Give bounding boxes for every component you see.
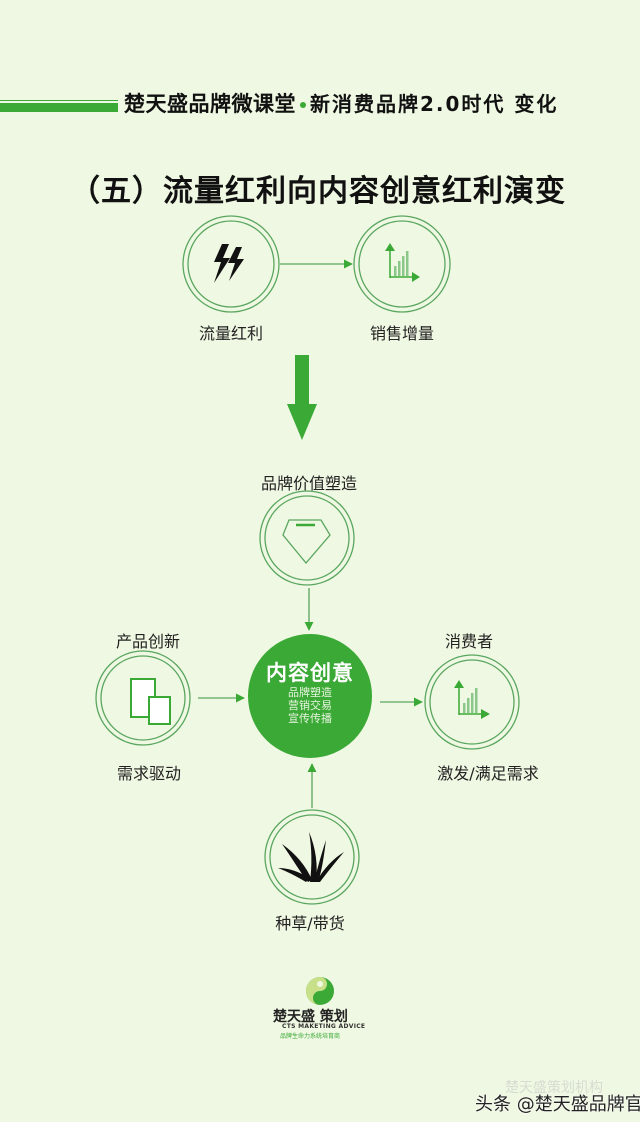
demand-driven-label: 需求驱动 (116, 764, 182, 783)
page-title: （五）流量红利向内容创意红利演变 (70, 174, 566, 209)
center-node (248, 634, 372, 758)
sales-increase-label: 销售增量 (369, 324, 435, 343)
consumer-node (424, 654, 520, 750)
grass-node (264, 809, 360, 905)
brand-value-label: 品牌价值塑造 (260, 474, 358, 493)
center-line: 宣传传播 (288, 712, 332, 725)
center-title: 内容创意 (266, 661, 354, 685)
traffic-bonus-label: 流量红利 (198, 324, 264, 343)
header-thin-line (0, 100, 118, 101)
diamond-icon (282, 519, 331, 565)
header-subtitle: 新消费品牌2.0时代 变化 (310, 92, 559, 116)
header-dot-icon (300, 102, 306, 108)
faint-watermark: 楚天盛策划机构 (505, 1080, 603, 1096)
lightning-icon (214, 244, 244, 283)
header-title: 楚天盛品牌微课堂新消费品牌2.0时代 变化 (124, 88, 558, 118)
growth-chart-icon (385, 243, 420, 282)
footer-tagline: 品牌生命力系统培育商 (280, 1033, 341, 1040)
seeding-label: 种草/带货 (275, 914, 345, 933)
satisfy-demand-label: 激发/满足需求 (437, 764, 539, 783)
footer-english: CTS MAKETING ADVICE (282, 1023, 366, 1030)
grass-icon (278, 832, 344, 882)
sales-growth-node (353, 215, 451, 313)
consumer-label: 消费者 (444, 632, 494, 651)
brand-value-node (259, 490, 355, 586)
footer-brand: 楚天盛 策划 (273, 1009, 348, 1025)
header-brand: 楚天盛品牌微课堂 (124, 92, 296, 116)
center-line: 营销交易 (288, 699, 332, 712)
growth-chart-icon (454, 680, 490, 719)
watermark: 头条 @楚天盛品牌官 (475, 1094, 640, 1115)
down-arrow-icon (287, 355, 317, 440)
product-innovation-label: 产品创新 (115, 632, 181, 651)
devices-icon (130, 678, 171, 725)
product-innovation-node (95, 650, 191, 746)
logo-icon (306, 977, 334, 1005)
center-line: 品牌塑造 (288, 686, 332, 699)
lightning-node (182, 215, 280, 313)
header-accent-bar (0, 103, 118, 112)
